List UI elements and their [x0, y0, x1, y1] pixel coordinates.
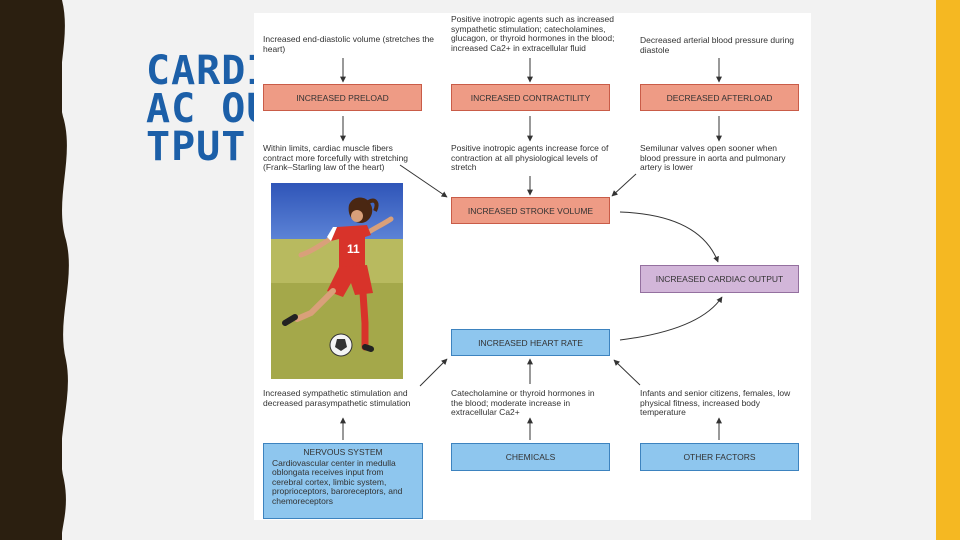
contractility-box: Increased CONTRACTILITY	[451, 84, 610, 111]
chemicals-box: CHEMICALS	[451, 443, 610, 471]
stroke-volume-box: Increased STROKE VOLUME	[451, 197, 610, 224]
afterload-effect-text: Semilunar valves open sooner when blood …	[640, 143, 786, 172]
preload-cause-text: Increased end-diastolic volume (stretche…	[263, 34, 435, 54]
preload-box: Increased PRELOAD	[263, 84, 422, 111]
preload-effect-text: Within limits, cardiac muscle fibers con…	[263, 143, 409, 172]
contractility-cause-text: Positive inotropic agents such as increa…	[451, 14, 615, 53]
afterload-cause-text: Decreased arterial blood pressure during…	[640, 35, 795, 55]
nervous-system-title: NERVOUS SYSTEM	[303, 447, 383, 457]
slide-title: CARDIAC OUTPUT	[146, 48, 272, 170]
nervous-system-body: Cardiovascular center in medulla oblonga…	[272, 457, 403, 506]
wave-edge	[0, 0, 69, 540]
hormones-text: Catecholamine or thyroid hormones in the…	[451, 388, 595, 417]
right-accent-band	[936, 0, 960, 540]
other-factors-box: OTHER FACTORS	[640, 443, 799, 471]
soccer-player-photo: 11	[271, 183, 403, 379]
jersey-number: 11	[347, 242, 360, 256]
nervous-system-box: NERVOUS SYSTEM Cardiovascular center in …	[263, 443, 423, 519]
sympathetic-text: Increased sympathetic stimulation and de…	[263, 388, 411, 408]
other-factors-text: Infants and senior citizens, females, lo…	[640, 388, 791, 417]
heart-rate-box: Increased HEART RATE	[451, 329, 610, 356]
afterload-box: Decreased AFTERLOAD	[640, 84, 799, 111]
contractility-effect-text: Positive inotropic agents increase force…	[451, 143, 609, 172]
cardiac-output-box: Increased CARDIAC OUTPUT	[640, 265, 799, 293]
